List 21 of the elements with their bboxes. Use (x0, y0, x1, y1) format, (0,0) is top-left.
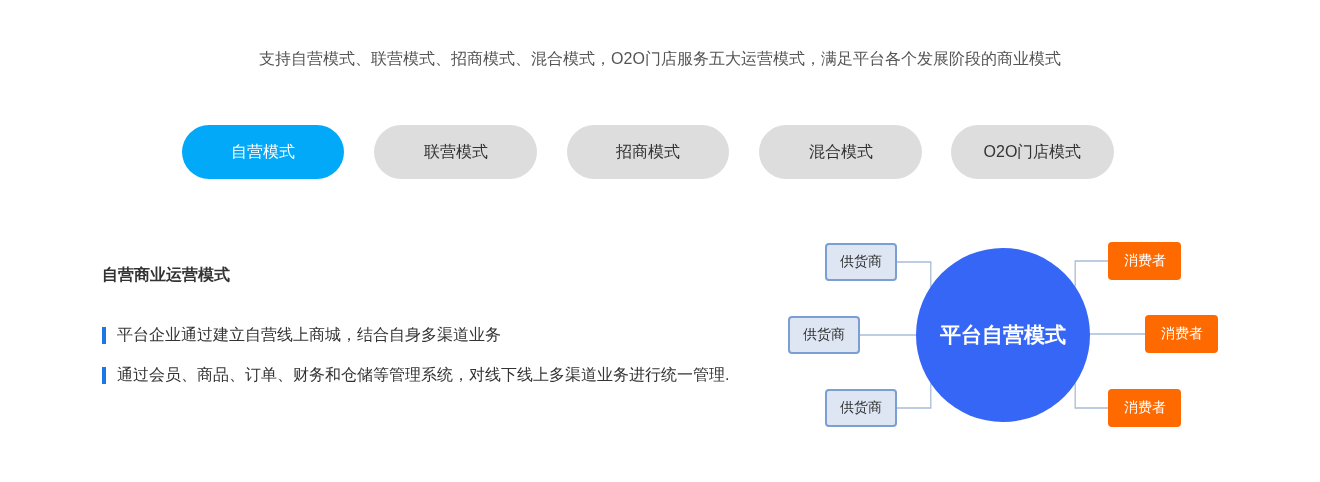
bullet-text: 通过会员、商品、订单、财务和仓储等管理系统，对线下线上多渠道业务进行统一管理. (117, 365, 730, 385)
title-text: 支持自营模式、联营模式、招商模式、混合模式，O2O门店服务五大运营模式，满足平台各个发展阶段的商业模式 (258, 49, 1062, 69)
mode-tab: 自营模式 (182, 125, 344, 179)
mode-tab: 混合模式 (759, 125, 922, 179)
connector-line (1089, 333, 1146, 335)
consumer-box: 消费者 (1108, 389, 1181, 427)
mode-tab: O2O门店模式 (951, 125, 1114, 179)
mode-tab: 招商模式 (567, 125, 729, 179)
section-heading: 自营商业运营模式 (102, 265, 230, 285)
supplier-box: 供货商 (825, 389, 897, 427)
consumer-box: 消费者 (1145, 315, 1218, 353)
consumer-box: 消费者 (1108, 242, 1181, 280)
connector-line (896, 261, 932, 288)
connector-line (1074, 382, 1109, 409)
connector-line (896, 382, 932, 409)
supplier-box: 供货商 (825, 243, 897, 281)
bullet-text: 平台企业通过建立自营线上商城，结合自身多渠道业务 (117, 325, 501, 345)
connector-line (859, 334, 917, 336)
mode-tab: 联营模式 (374, 125, 537, 179)
connector-line (1074, 260, 1109, 288)
supplier-box: 供货商 (788, 316, 860, 354)
